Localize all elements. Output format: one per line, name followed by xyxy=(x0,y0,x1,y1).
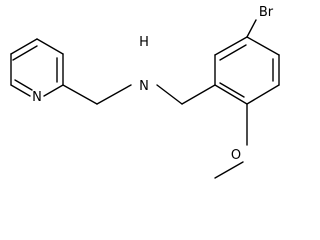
bond xyxy=(36,38,64,55)
benzene-ring xyxy=(181,36,280,105)
bond xyxy=(246,84,280,105)
bond xyxy=(62,84,98,105)
bond xyxy=(10,38,38,55)
chemical-structure: N H N Br O xyxy=(10,5,280,179)
bromine-label: Br xyxy=(259,5,274,20)
pyridine-nitrogen-label: N xyxy=(32,90,42,105)
bond xyxy=(96,84,132,105)
bond xyxy=(219,44,247,61)
bond xyxy=(214,84,248,105)
amine-linker xyxy=(62,84,183,105)
bond xyxy=(214,161,244,179)
bond xyxy=(10,84,31,97)
bond xyxy=(156,84,183,105)
bond xyxy=(246,19,257,38)
pyridine-ring xyxy=(10,38,64,97)
amine-nitrogen-label: N xyxy=(139,79,149,94)
bond xyxy=(181,84,216,105)
bond xyxy=(219,82,245,98)
bond xyxy=(12,45,38,61)
oxygen-label: O xyxy=(231,148,241,163)
substituents xyxy=(214,19,257,179)
bond xyxy=(43,84,64,97)
bond xyxy=(214,36,248,56)
amine-hydrogen-label: H xyxy=(139,35,149,50)
bond xyxy=(14,79,33,91)
bond xyxy=(246,36,280,56)
